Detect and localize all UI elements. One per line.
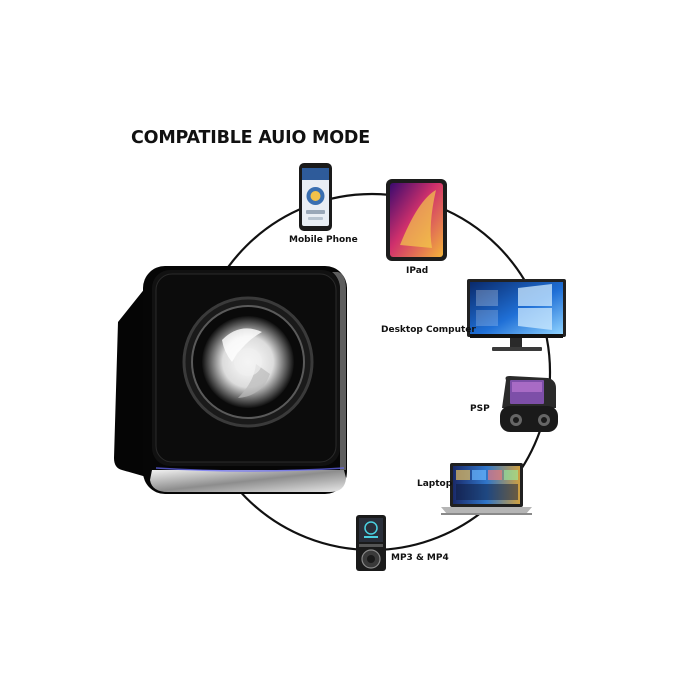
device-label-mobile-phone: Mobile Phone xyxy=(289,235,358,245)
mobile-phone-icon xyxy=(299,163,332,231)
handheld-console-icon xyxy=(500,376,558,432)
desktop-monitor-icon xyxy=(467,279,566,351)
laptop-icon xyxy=(441,463,532,515)
page-title: COMPATIBLE AUIO MODE xyxy=(131,128,370,148)
tablet-icon xyxy=(386,179,447,261)
device-label-mp3-mp4: MP3 & MP4 xyxy=(391,553,449,563)
device-label-psp: PSP xyxy=(470,404,490,414)
device-label-laptop: Laptop xyxy=(417,479,453,489)
device-label-ipad: IPad xyxy=(406,266,429,276)
device-label-desktop-computer: Desktop Computer xyxy=(381,325,476,335)
speaker-image xyxy=(114,266,347,494)
media-player-icon xyxy=(356,515,386,571)
